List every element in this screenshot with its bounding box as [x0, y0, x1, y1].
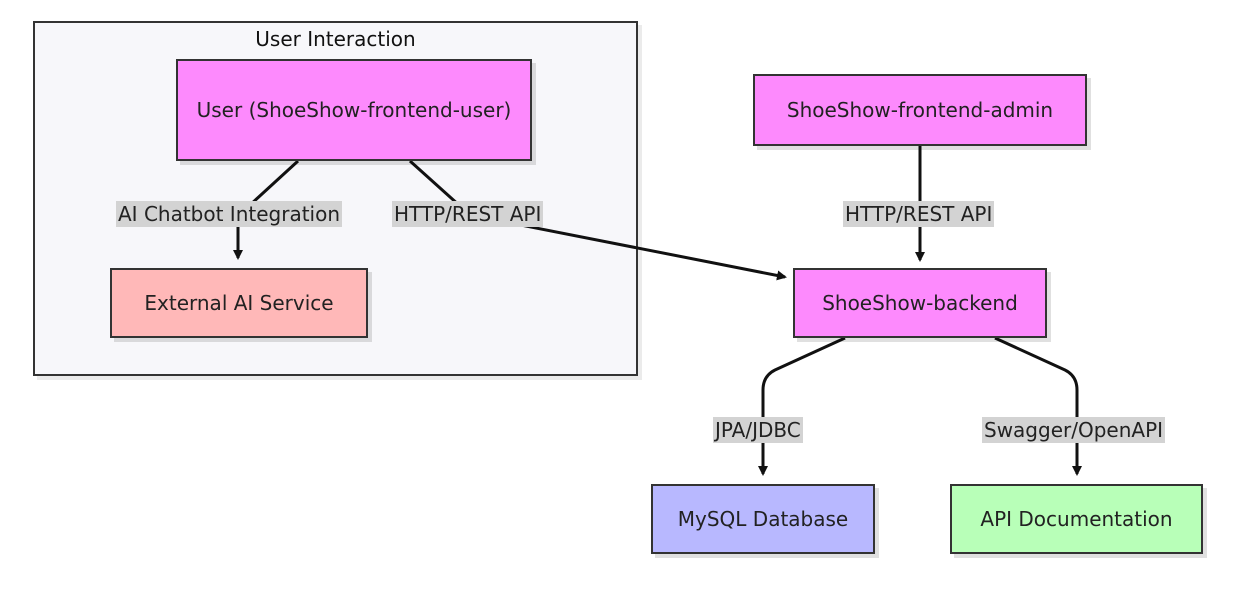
edge-label-swagger: Swagger/OpenAPI	[982, 417, 1166, 443]
edge-label-admin-http: HTTP/REST API	[843, 201, 995, 227]
node-external-ai-service: External AI Service	[110, 268, 368, 338]
node-api-documentation: API Documentation	[950, 484, 1203, 554]
node-admin-frontend: ShoeShow-frontend-admin	[753, 74, 1087, 146]
edge-label-jpa-jdbc: JPA/JDBC	[713, 417, 803, 443]
group-title: User Interaction	[255, 27, 416, 51]
edge-label-ai-chatbot: AI Chatbot Integration	[116, 201, 343, 227]
node-user-frontend: User (ShoeShow-frontend-user)	[176, 59, 532, 161]
node-backend: ShoeShow-backend	[793, 268, 1047, 338]
edge-backend-to-db	[758, 336, 846, 476]
edge-backend-to-docs	[994, 336, 1082, 476]
edge-label-user-http: HTTP/REST API	[392, 201, 544, 227]
node-mysql-database: MySQL Database	[651, 484, 875, 554]
